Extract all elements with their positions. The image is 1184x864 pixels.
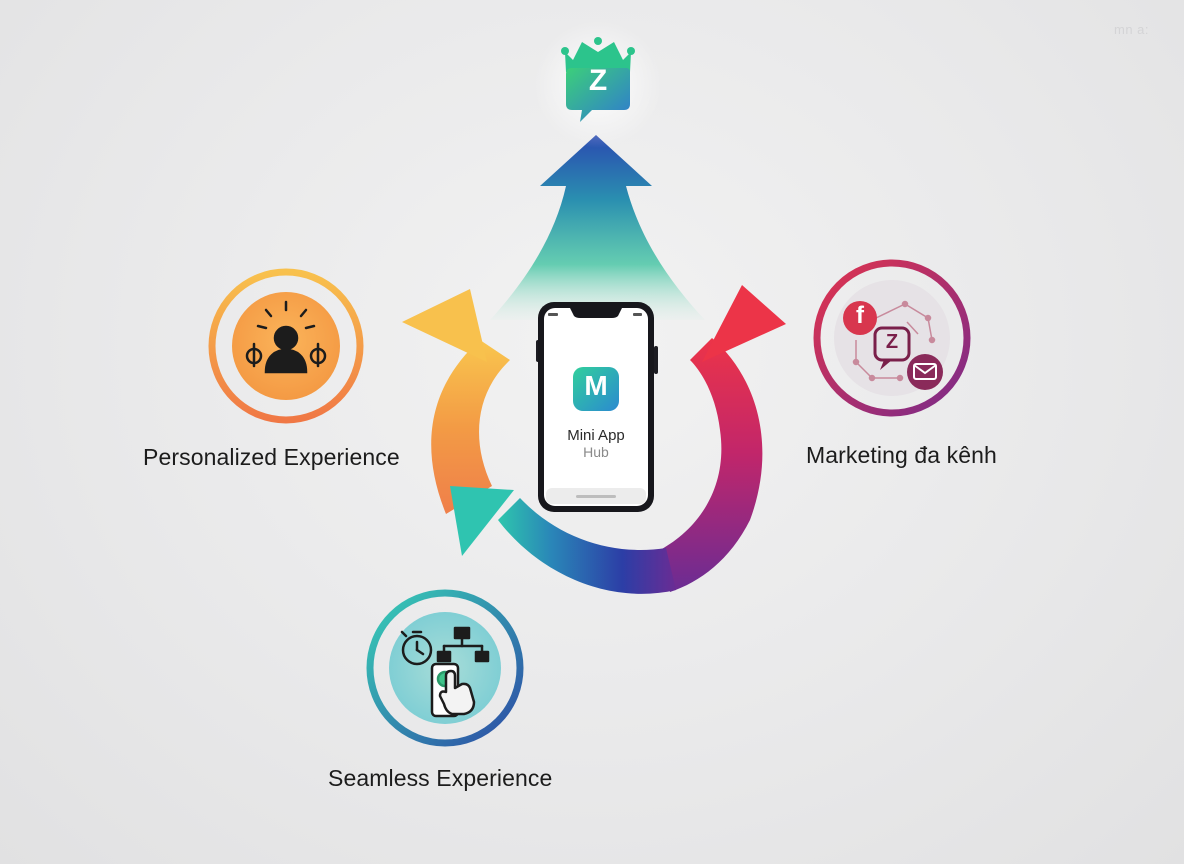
personalized-experience-label: Personalized Experience bbox=[143, 444, 400, 470]
personalized-experience-node[interactable] bbox=[208, 268, 364, 424]
upward-arrow bbox=[490, 135, 705, 320]
touch-workflow-icon bbox=[400, 626, 490, 718]
zalo-logo-letter: Z bbox=[588, 64, 608, 97]
facebook-letter: f bbox=[856, 302, 864, 329]
seamless-experience-node[interactable] bbox=[366, 589, 524, 747]
watermark-text: mn a: bbox=[1114, 22, 1150, 37]
marketing-label: Marketing đa kênh bbox=[806, 442, 997, 468]
phone-app-title: Mini App bbox=[567, 427, 625, 444]
mini-app-phone[interactable] bbox=[536, 302, 658, 512]
mini-app-logo-icon bbox=[573, 367, 619, 411]
multichannel-social-icon bbox=[843, 300, 943, 390]
bottom-cycle-arrow bbox=[450, 486, 676, 594]
marketing-zalo-letter: Z bbox=[885, 331, 899, 353]
seamless-experience-label: Seamless Experience bbox=[328, 765, 553, 791]
marketing-node[interactable] bbox=[813, 259, 971, 417]
mini-app-logo-letter: M bbox=[584, 370, 608, 401]
facebook-icon bbox=[843, 301, 877, 335]
left-cycle-arrow bbox=[402, 289, 510, 514]
right-cycle-arrow bbox=[660, 285, 786, 592]
phone-app-subtitle: Hub bbox=[583, 444, 609, 460]
zalo-crown-logo-icon bbox=[561, 37, 635, 122]
person-spotlight-icon bbox=[245, 300, 327, 374]
